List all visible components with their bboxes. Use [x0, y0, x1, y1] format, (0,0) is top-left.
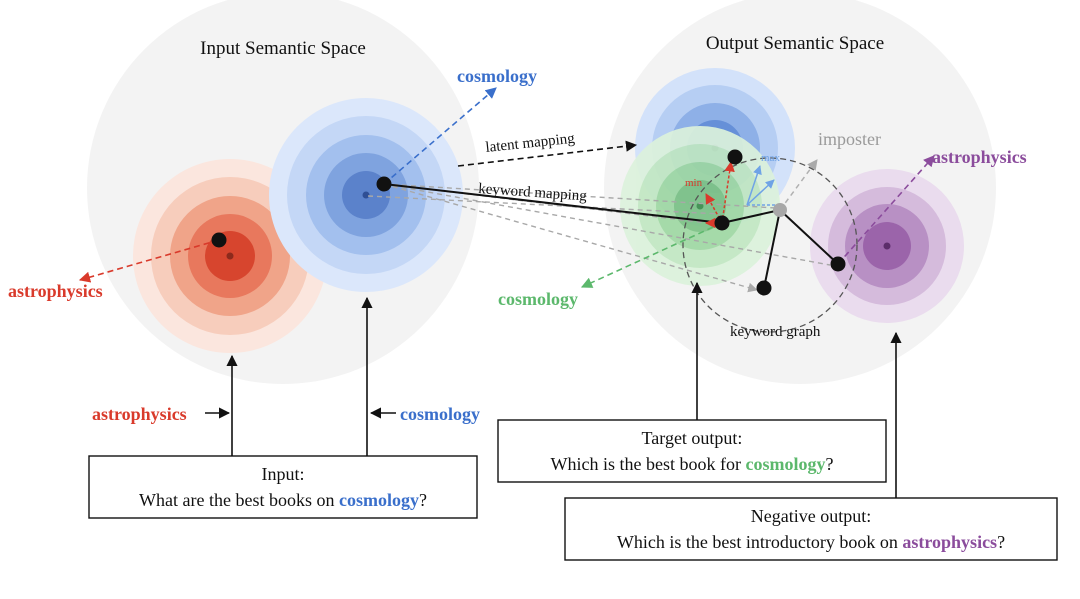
negative-box-line2: Which is the best introductory book on a… [617, 532, 1005, 552]
input-space-title: Input Semantic Space [200, 38, 366, 59]
negative-box-prefix: Which is the best introductory book on [617, 532, 902, 552]
keyword-graph-boundary [682, 157, 858, 333]
input-cosmology-cluster [269, 98, 463, 292]
output-space-title: Output Semantic Space [706, 33, 884, 54]
output-target-node [714, 215, 730, 231]
keyword-mapping-label: keyword mapping [478, 181, 588, 205]
negative-box-suffix: ? [997, 532, 1005, 552]
target-box-prefix: Which is the best book for [551, 454, 746, 474]
graph-nodes [211, 149, 846, 296]
input-astrophysics-label: astrophysics [8, 281, 103, 301]
input-box-line1: Input: [262, 464, 305, 484]
input-cosmology-direction-arrow [383, 87, 497, 185]
astrophysics-input-arrow-label: astrophysics [92, 404, 187, 424]
input-box-suffix: ? [419, 490, 427, 510]
input-box-line2: What are the best books on cosmology? [139, 490, 427, 510]
negative-box-line1: Negative output: [751, 506, 871, 526]
graph-node [756, 280, 772, 296]
output-arrows [691, 281, 902, 498]
input-cosmology-label: cosmology [457, 66, 537, 86]
imposter-arrow [779, 159, 818, 211]
keyword-graph-label: keyword graph [730, 324, 821, 340]
output-cosmology-node [727, 149, 743, 165]
target-box-line1: Target output: [642, 428, 743, 448]
imposter-label: imposter [818, 129, 881, 149]
max-arrows [746, 165, 780, 206]
target-output-box: Target output: Which is the best book fo… [497, 419, 887, 483]
negative-output-box: Negative output: Which is the best intro… [564, 497, 1058, 561]
input-box-keyword: cosmology [339, 490, 419, 510]
keyword-graph-edges [383, 183, 839, 289]
imposter-node [773, 203, 787, 217]
output-cosmology-label: cosmology [498, 289, 578, 309]
cosmology-input-arrow-label: cosmology [400, 404, 480, 424]
negative-box-keyword: astrophysics [902, 532, 997, 552]
output-negative-node [830, 256, 846, 272]
input-cosmology-node [376, 176, 392, 192]
input-box-prefix: What are the best books on [139, 490, 339, 510]
input-astrophysics-node [211, 232, 227, 248]
output-astrophysics-direction-arrow [837, 155, 935, 265]
max-label: max [761, 152, 780, 164]
output-cosmology-direction-arrow [580, 222, 723, 288]
input-arrows [205, 296, 396, 458]
output-target-cluster [620, 126, 780, 286]
target-box-line2: Which is the best book for cosmology? [551, 454, 834, 474]
input-astrophysics-direction-arrow [78, 239, 220, 283]
target-box-suffix: ? [825, 454, 833, 474]
target-box-keyword: cosmology [745, 454, 825, 474]
output-astrophysics-label: astrophysics [932, 147, 1027, 167]
latent-mapping-label: latent mapping [485, 131, 576, 156]
min-label: min [685, 177, 703, 189]
input-box: Input: What are the best books on cosmol… [88, 455, 478, 519]
output-negative-cluster [810, 169, 964, 323]
